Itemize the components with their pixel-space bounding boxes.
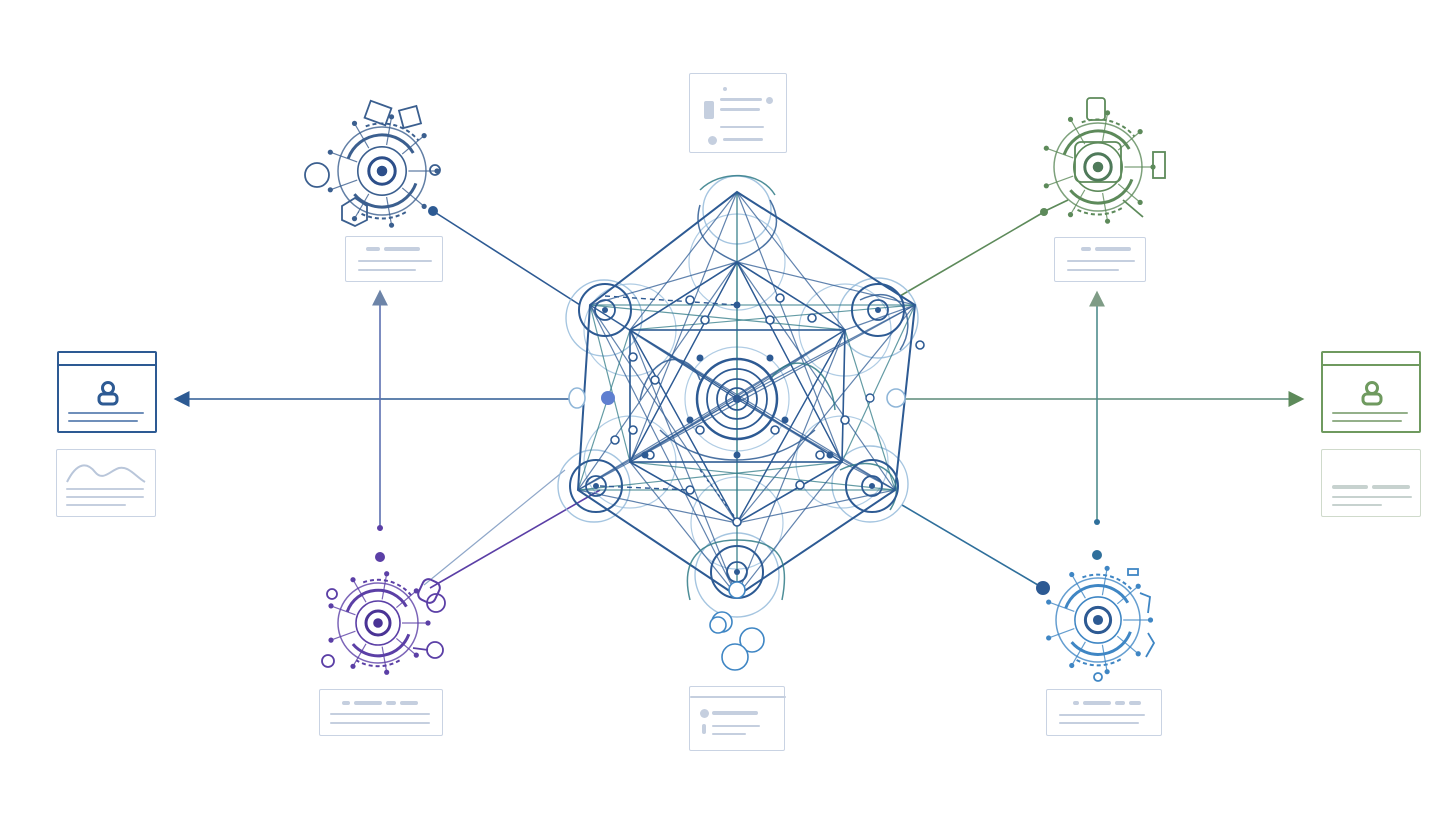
node-dot-right <box>1092 550 1102 560</box>
wave-icon <box>66 464 146 483</box>
link-bottom-right <box>901 504 1044 589</box>
info-card-bottom-left <box>319 689 443 736</box>
info-card-bottom <box>689 686 786 751</box>
node-dot-left <box>375 552 385 562</box>
info-card-top <box>689 73 787 153</box>
user-icon <box>97 381 119 406</box>
link-top-right <box>899 211 1045 297</box>
info-card-top-right <box>1054 237 1146 282</box>
link-bottom-left-2 <box>423 469 566 586</box>
profile-card-left <box>57 351 157 433</box>
link-bottom-left <box>429 489 601 589</box>
link-top-left <box>432 210 581 306</box>
profile-card-right <box>1321 351 1421 433</box>
info-card-top-left <box>345 236 443 282</box>
gear-node-icon <box>1042 97 1166 224</box>
chart-card-left <box>56 449 156 517</box>
gear-node-icon <box>1046 565 1156 682</box>
gear-node-icon <box>321 571 446 675</box>
user-icon <box>1361 381 1383 406</box>
gear-node-icon <box>304 99 441 228</box>
info-card-bottom-right <box>1046 689 1162 736</box>
info-card-right <box>1321 449 1421 517</box>
